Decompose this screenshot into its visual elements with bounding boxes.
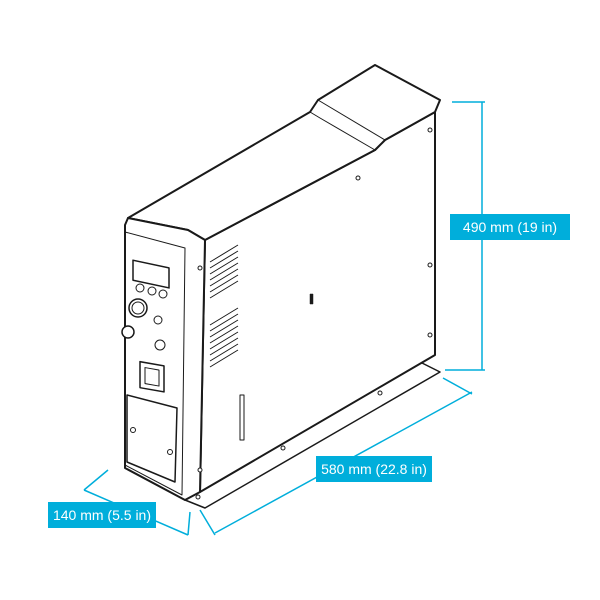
access-door [126, 394, 178, 483]
display-screen [132, 259, 170, 289]
dimension-lines [83, 101, 485, 536]
depth-label: 140 mm (5.5 in) [48, 502, 156, 528]
length-label: 580 mm (22.8 in) [316, 456, 432, 482]
side-vents [209, 244, 239, 368]
height-label: 490 mm (19 in) [450, 214, 570, 240]
front-bezel [124, 231, 186, 496]
